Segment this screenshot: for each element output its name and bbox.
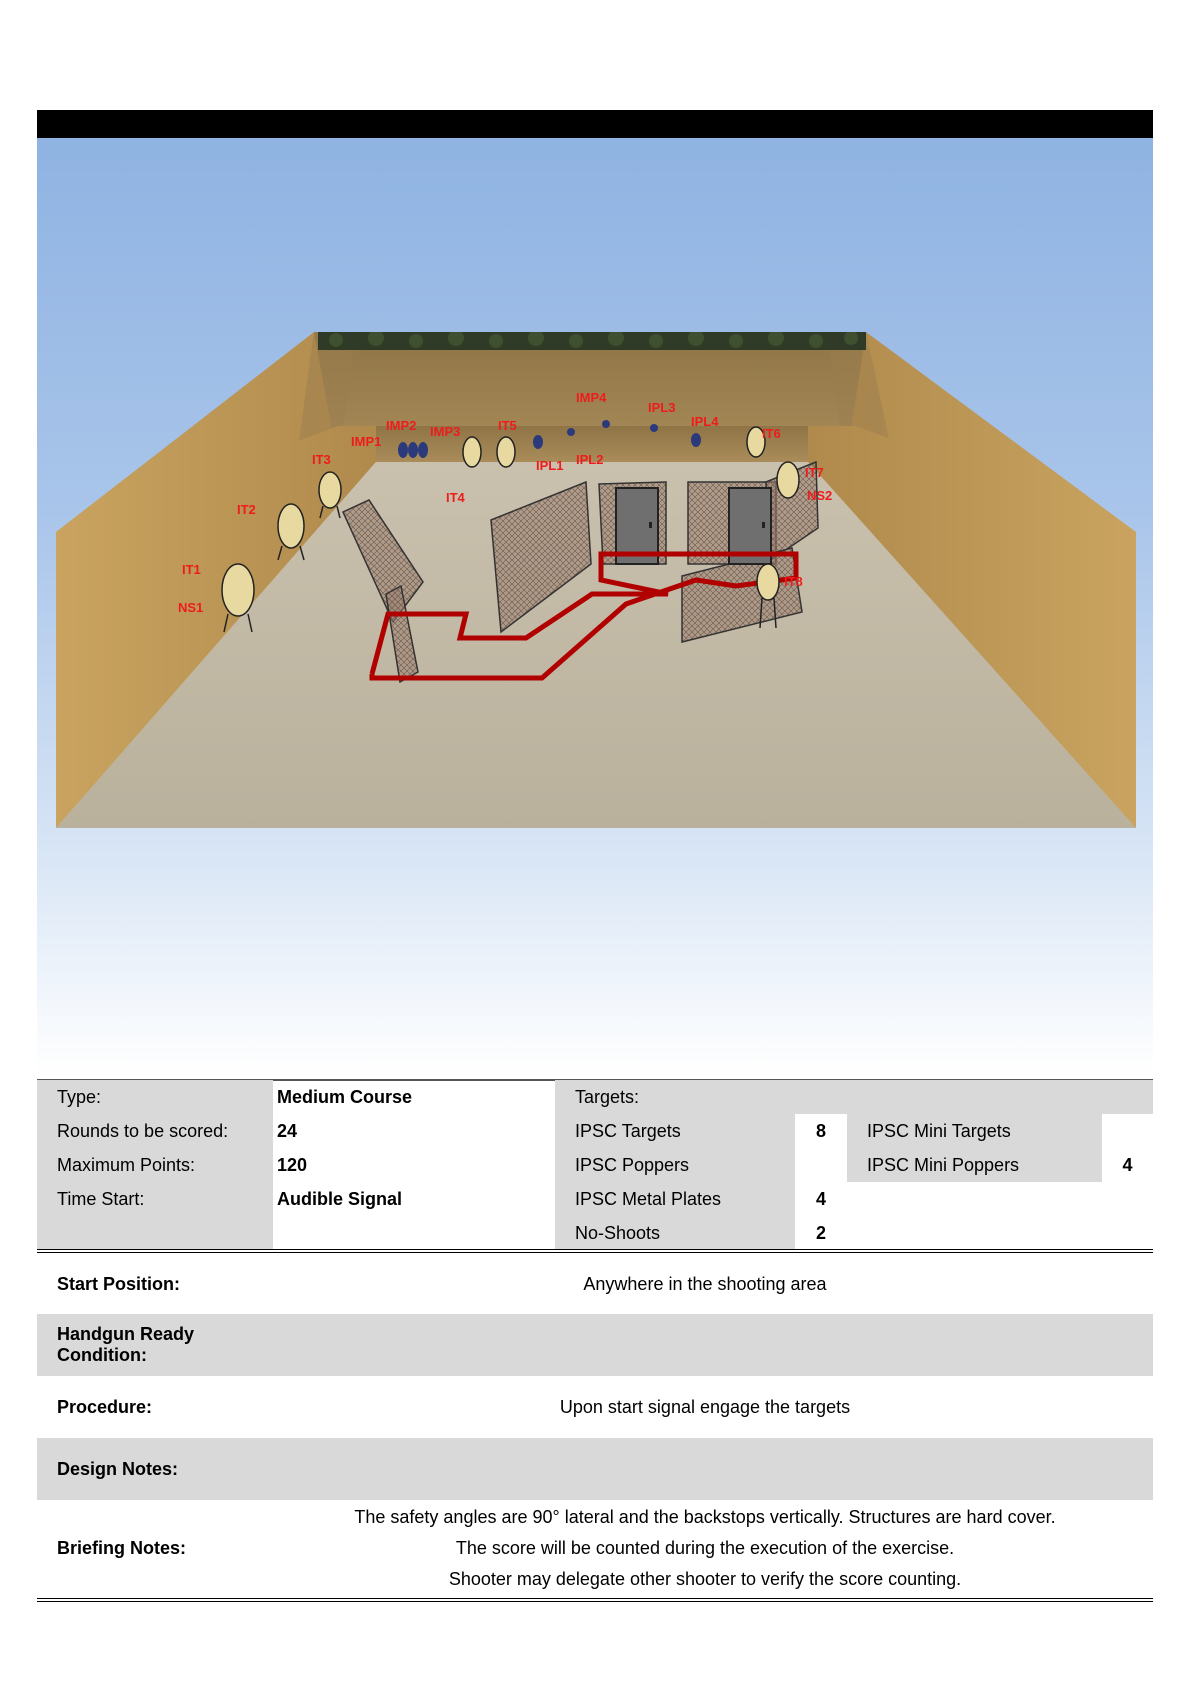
target-label: IT1 [182,562,201,577]
target-label: IT8 [784,574,803,589]
target-label: IT5 [498,418,517,433]
briefing-line: Shooter may delegate other shooter to ve… [448,1568,962,1589]
target-label: IT3 [312,452,331,467]
target-label: IT2 [237,502,256,517]
handgun-ready-label: Handgun Ready Condition: [37,1314,257,1376]
no-shoots-label: No-Shoots [555,1216,795,1250]
target-label: NS1 [178,600,203,615]
time-start-value: Audible Signal [277,1188,403,1209]
ipsc-mini-targets-label: IPSC Mini Targets [847,1114,1102,1148]
target-label: IPL3 [648,400,675,415]
handgun-ready-label-line1: Handgun Ready [57,1324,195,1344]
target-label: IPL4 [691,414,719,429]
targets-label: Targets: [555,1080,1153,1114]
wall-mid [490,480,592,634]
start-position-value: Anywhere in the shooting area [583,1273,827,1294]
header-bar [37,110,1153,138]
rounds-value: 24 [277,1120,298,1141]
table-divider-2 [37,1252,1153,1253]
target-label: IT7 [805,465,824,480]
procedure-label: Procedure: [57,1396,153,1417]
ipsc-metal-plates-value: 4 [815,1188,826,1209]
wall-left [342,499,424,624]
handgun-ready-label-line2: Condition: [57,1345,147,1365]
procedure-value: Upon start signal engage the targets [559,1396,851,1417]
target-stands [221,426,800,617]
start-position-label: Start Position: [57,1273,181,1294]
stage-notes-table: Start Position: Anywhere in the shooting… [37,1254,1153,1596]
target-label: IT4 [446,490,466,505]
ipsc-metal-plates-label: IPSC Metal Plates [555,1182,795,1216]
steel-targets [398,420,701,458]
shooting-area-boundary [369,551,799,681]
wall-left-2 [385,584,419,684]
target-label: IMP4 [576,390,607,405]
table-divider [37,1249,1153,1250]
bottom-rule-2 [37,1601,1153,1602]
max-points-label: Maximum Points: [37,1148,273,1182]
ipsc-mini-poppers-value: 4 [1122,1154,1133,1175]
type-label: Type: [37,1080,273,1114]
target-label: NS2 [807,488,832,503]
target-label: IMP3 [430,424,460,439]
rounds-label: Rounds to be scored: [37,1114,273,1148]
target-label: IMP2 [386,418,416,433]
target-label: IT6 [762,426,781,441]
bottom-rule [37,1598,1153,1599]
briefing-line: The safety angles are 90° lateral and th… [354,1506,1056,1527]
ipsc-targets-label: IPSC Targets [555,1114,795,1148]
briefing-line: The score will be counted during the exe… [455,1537,955,1558]
max-points-value: 120 [277,1154,308,1175]
time-start-label: Time Start: [37,1182,273,1216]
briefing-notes-label: Briefing Notes: [57,1537,187,1558]
no-shoots-value: 2 [815,1222,826,1243]
design-notes-label: Design Notes: [57,1458,179,1479]
briefing-notes-value: The safety angles are 90° lateral and th… [257,1500,1153,1596]
ipsc-mini-poppers-label: IPSC Mini Poppers [847,1148,1102,1182]
target-label: IPL2 [576,452,603,467]
ipsc-poppers-label: IPSC Poppers [555,1148,795,1182]
stage-diagram: IMP4 IPL3 IPL4 IMP2 IMP3 IT5 IT6 IMP1 IP… [56,332,1136,828]
stage-info-table: Type: Medium Course Targets: Rounds to b… [37,1080,1153,1250]
hedge [318,332,866,350]
ipsc-targets-value: 8 [815,1120,826,1141]
target-label: IPL1 [536,458,563,473]
target-label: IMP1 [351,434,381,449]
type-value: Medium Course [277,1086,413,1107]
